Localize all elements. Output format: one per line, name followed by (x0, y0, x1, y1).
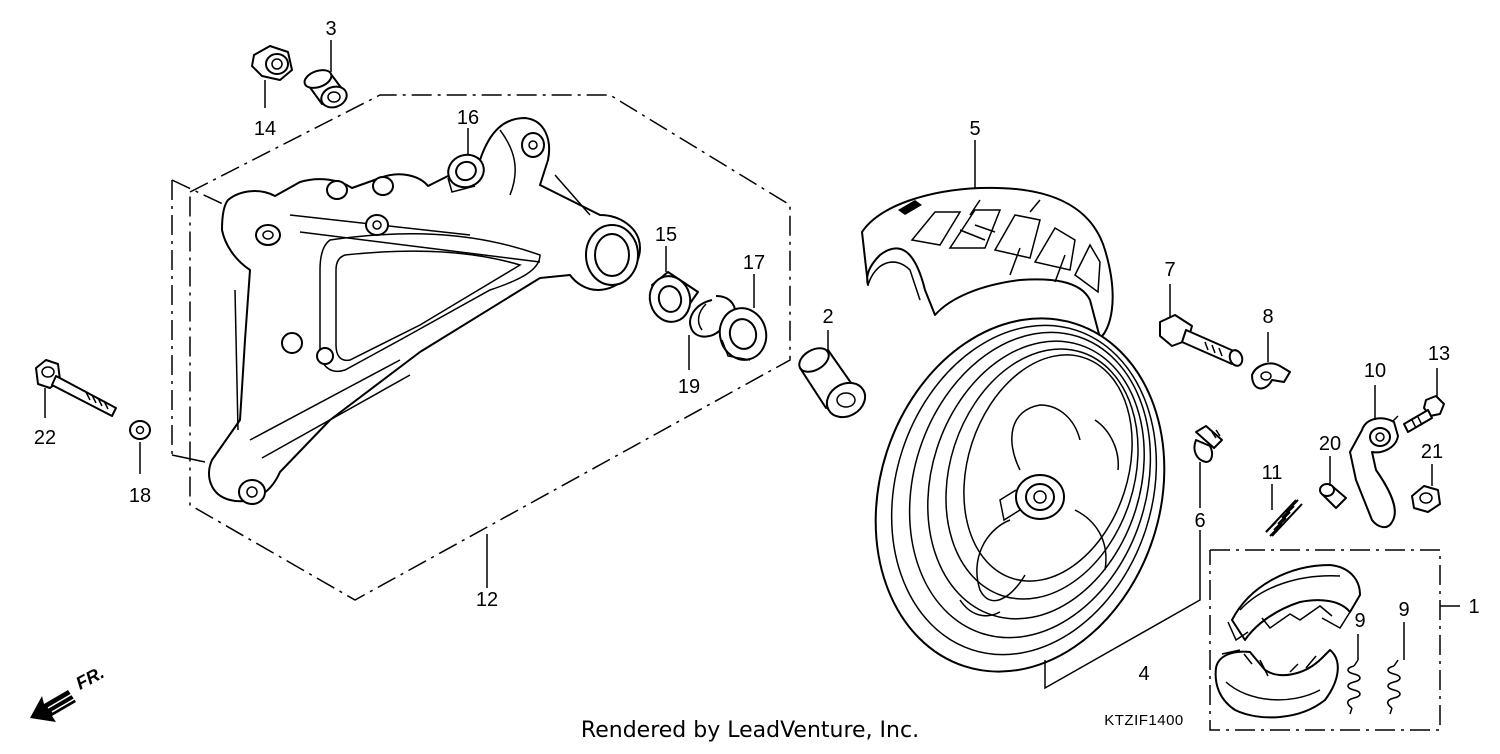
callout-12: 12 (476, 589, 498, 611)
callout-5: 5 (969, 118, 980, 140)
callout-7: 7 (1164, 259, 1175, 281)
callout-14: 14 (254, 118, 276, 140)
callout-15: 15 (655, 224, 677, 246)
callout-19: 19 (678, 376, 700, 398)
callout-2: 2 (822, 306, 833, 328)
callout-4: 4 (1138, 663, 1149, 685)
flange-nut-14 (251, 45, 293, 108)
callout-3: 3 (325, 18, 336, 40)
callout-9-right: 9 (1398, 599, 1409, 621)
bearing-16 (447, 128, 485, 193)
valve-stem-6 (1193, 425, 1223, 508)
brake-shoe-set-1 (1209, 549, 1460, 731)
callout-20: 20 (1319, 433, 1341, 455)
callout-6: 6 (1194, 510, 1205, 532)
direction-label: FR. (72, 662, 107, 693)
callout-9-left: 9 (1354, 610, 1365, 632)
pin-20 (1319, 456, 1347, 509)
callout-13: 13 (1428, 343, 1450, 365)
callout-22: 22 (34, 427, 56, 449)
callout-1: 1 (1468, 596, 1479, 618)
spring-11 (1265, 484, 1303, 537)
diagram-code: KTZIF1400 (1104, 712, 1184, 729)
callout-21: 21 (1421, 441, 1443, 463)
axle-collar-2 (798, 330, 867, 419)
rear-wheel-4 (874, 317, 1201, 690)
brake-arm-10 (1349, 385, 1399, 528)
bearing-15 (648, 246, 699, 323)
callout-11: 11 (1262, 462, 1283, 484)
credit-text: Rendered by LeadVenture, Inc. (581, 718, 919, 743)
dust-seal-17 (718, 274, 768, 361)
tire-5 (861, 140, 1114, 339)
callout-16: 16 (457, 107, 479, 129)
front-direction-arrow: FR. (30, 662, 107, 722)
nut-21 (1411, 464, 1441, 513)
flange-bolt-22 (35, 359, 117, 418)
brake-cam-7 (1159, 284, 1244, 367)
swingarm-group-outline (171, 94, 791, 601)
bolt-13 (1403, 368, 1445, 433)
callout-17: 17 (743, 252, 765, 274)
callout-8: 8 (1262, 306, 1273, 328)
callout-18: 18 (129, 485, 151, 507)
collar-3 (303, 40, 348, 109)
wear-indicator-8 (1251, 332, 1291, 390)
washer-18 (129, 420, 151, 474)
callout-10: 10 (1364, 360, 1386, 382)
swingarm (208, 117, 641, 505)
